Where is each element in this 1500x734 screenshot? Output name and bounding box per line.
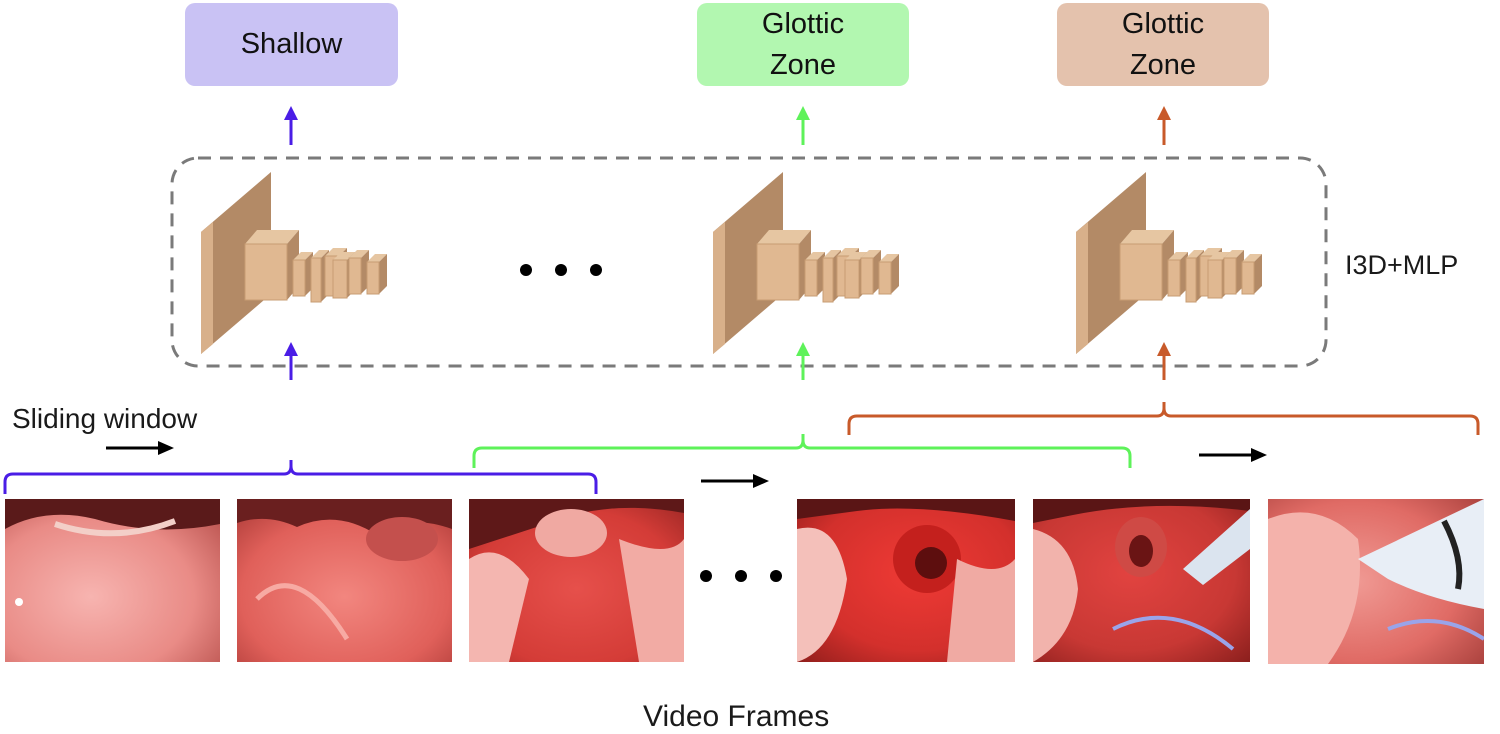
neural-network-blocks-3 — [1075, 171, 1263, 355]
output-text-line1: Glottic — [1121, 7, 1205, 40]
sliding-window-label: Sliding window — [12, 403, 198, 434]
model-label: I3D+MLP — [1345, 250, 1459, 280]
output-label-glottic-zone-2: Glottic Zone — [1057, 3, 1269, 86]
arrow-up-icon-lower-3 — [1157, 342, 1171, 380]
video-frame-4 — [797, 499, 1015, 662]
video-frame-1 — [5, 499, 220, 662]
curly-brace-icon-window-3 — [847, 402, 1480, 435]
neural-network-blocks-1 — [200, 171, 388, 355]
output-text-line1: Glottic — [761, 7, 845, 40]
video-frames-caption: Video Frames — [643, 700, 830, 733]
video-frame-5 — [1033, 499, 1250, 662]
output-label-shallow: Shallow — [185, 3, 398, 86]
arrow-right-icon-2 — [701, 474, 769, 488]
video-frame-2 — [237, 499, 452, 662]
arrow-up-icon-upper-1 — [284, 106, 298, 145]
output-text-line2: Zone — [1129, 48, 1197, 81]
video-frame-6 — [1268, 499, 1484, 664]
output-text-line1: Shallow — [240, 28, 343, 60]
video-frame-3 — [469, 499, 684, 662]
curly-brace-icon-window-2 — [472, 434, 1132, 468]
model-container — [170, 156, 1328, 368]
arrow-up-icon-upper-3 — [1157, 106, 1171, 145]
output-label-glottic-zone-1: Glottic Zone — [697, 3, 909, 86]
curly-brace-icon-window-1 — [3, 460, 598, 494]
arrow-right-icon-3 — [1199, 448, 1267, 462]
arrow-up-icon-lower-2 — [796, 342, 810, 380]
neural-network-blocks-2 — [712, 171, 900, 355]
ellipsis-model — [520, 264, 602, 276]
arrow-right-icon-1 — [106, 441, 174, 455]
arrow-up-icon-upper-2 — [796, 106, 810, 145]
ellipsis-frames — [700, 570, 782, 582]
arrow-up-icon-lower-1 — [284, 342, 298, 380]
output-text-line2: Zone — [769, 48, 837, 81]
